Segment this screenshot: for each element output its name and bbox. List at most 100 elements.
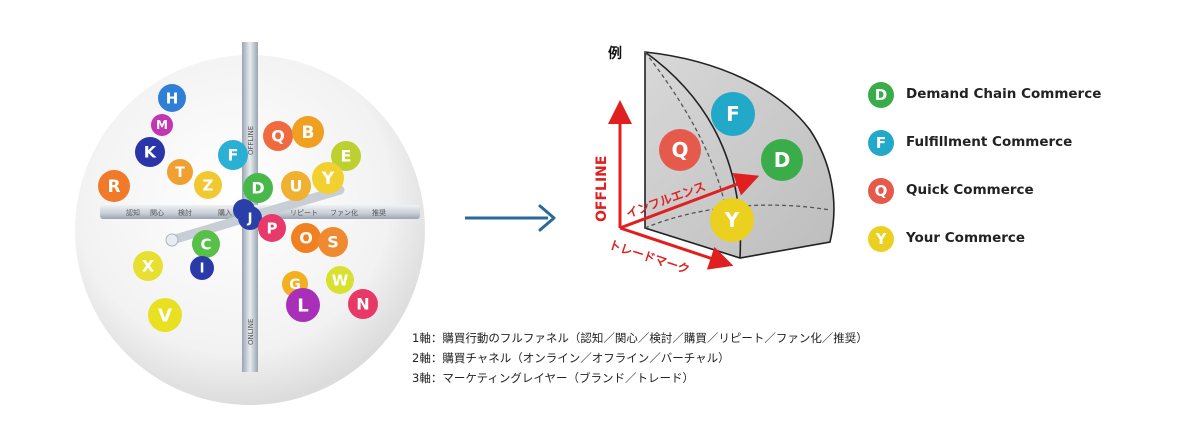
sphere-ball-letter: Q <box>271 127 285 146</box>
sphere-ball: T <box>167 159 193 185</box>
axis-influence <box>619 172 760 230</box>
sphere-ball-circle <box>133 251 163 281</box>
axis-notes: 1軸：購買行動のフルファネル（認知／関心／検討／購買／リピート／ファン化／推奨）… <box>412 328 868 388</box>
example-ball-letter: Y <box>724 208 740 232</box>
legend-label: Demand Chain Commerce <box>906 86 1102 102</box>
horizontal-axis-label: ファン化 <box>330 208 358 217</box>
transition-arrow-head <box>538 204 556 232</box>
sphere-ball-circle <box>135 137 165 167</box>
legend-item: Y Your Commerce <box>868 224 1168 254</box>
sphere-ball-circle <box>331 141 361 171</box>
sphere-ball: L <box>286 288 320 322</box>
sphere-ball-circle <box>286 288 320 322</box>
sphere-ball: D <box>243 173 273 203</box>
sphere-ball: S <box>318 227 348 257</box>
sphere-ball-letter: X <box>142 257 155 276</box>
horizontal-axis-label: 認知 <box>126 208 140 217</box>
sphere-ball: Q <box>263 121 293 151</box>
legend-label: Your Commerce <box>906 230 1026 246</box>
sphere-ball-circle <box>151 114 173 136</box>
vertical-axis-label-bottom: ONLINE <box>247 319 255 345</box>
axis-trademark <box>619 226 734 270</box>
sphere-ball-circle <box>194 171 222 199</box>
sphere-ball: C <box>192 230 220 258</box>
sphere-ball-circle <box>158 84 186 112</box>
sphere-ball: B <box>292 116 324 148</box>
note-axis-2: 2軸：購買チャネル（オンライン／オフライン／バーチャル） <box>412 351 730 365</box>
sphere-ball-circle <box>167 159 193 185</box>
legend-badge: Y <box>868 226 894 252</box>
sphere-ball-letter: W <box>332 271 349 289</box>
horizontal-axis-label: 関心 <box>150 209 164 217</box>
sphere-ball: X <box>133 251 163 281</box>
sphere-ball: K <box>135 137 165 167</box>
example-balls: Q F D Y <box>659 92 803 242</box>
sphere-ball-letter: P <box>267 219 278 237</box>
sphere-ball-circle <box>326 266 354 294</box>
legend-label: Fulfillment Commerce <box>906 134 1073 150</box>
sphere-ball: O <box>291 223 321 253</box>
note-axis-1: 1軸：購買行動のフルファネル（認知／関心／検討／購買／リピート／ファン化／推奨） <box>412 331 868 345</box>
sphere-ball: F <box>218 140 248 170</box>
sphere-ball-letter: H <box>166 89 179 107</box>
legend-item: D Demand Chain Commerce <box>868 80 1168 110</box>
sphere-ball-letter: S <box>327 233 339 252</box>
sphere-ball-circle <box>148 298 182 332</box>
example-ball-letter: Q <box>671 138 688 162</box>
example-ball-letter: F <box>726 102 740 126</box>
horizontal-axis-label: 購入 <box>218 208 232 217</box>
legend-badge: D <box>868 82 894 108</box>
example-ball: Q <box>659 129 701 171</box>
example-ball: Y <box>710 198 754 242</box>
example-label: 例 <box>608 46 622 62</box>
sphere-ball-circle <box>281 171 311 201</box>
sphere-ball-letter: D <box>251 179 264 198</box>
legend-badge: F <box>868 130 894 156</box>
sphere-ball-letter: K <box>144 143 157 162</box>
sphere-ball: Z <box>194 171 222 199</box>
sphere-ball-circle <box>263 121 293 151</box>
sphere-ball-letter: B <box>302 123 315 143</box>
legend-item: F Fulfillment Commerce <box>868 128 1168 158</box>
horizontal-axis-label: 検討 <box>178 208 192 217</box>
legend-label: Quick Commerce <box>906 182 1034 198</box>
example-ball: F <box>711 92 755 136</box>
horizontal-axis-label: リピート <box>290 209 318 217</box>
legend: D Demand Chain Commerce F Fulfillment Co… <box>868 80 1168 272</box>
sphere-ball-letter: T <box>175 165 185 181</box>
sphere-ball-letter: E <box>341 147 352 166</box>
sphere-ball-letter: I <box>200 262 205 277</box>
sphere-ball-letter: Y <box>321 169 335 189</box>
sphere-ball-letter: G <box>289 277 301 293</box>
sphere-ball: Y <box>312 162 344 194</box>
sphere-ball: W <box>326 266 354 294</box>
sphere-ball-circle <box>98 170 130 202</box>
sphere-ball: P <box>258 214 286 242</box>
sphere-ball-circle <box>190 256 214 280</box>
sphere-ball: I <box>190 256 214 280</box>
sphere-ball-letter: V <box>158 305 172 326</box>
example-ball-letter: D <box>774 148 791 172</box>
example-ball: D <box>761 139 803 181</box>
sphere-ball-letter: C <box>200 235 211 253</box>
sphere-ball-letter: J <box>247 212 253 227</box>
legend-item: Q Quick Commerce <box>868 176 1168 206</box>
sphere-ball-circle <box>243 173 273 203</box>
example-shape-back <box>644 51 835 259</box>
axis-offline-label: OFFLINE <box>594 156 610 222</box>
example-ball-circle <box>659 129 701 171</box>
sphere-ball: V <box>148 298 182 332</box>
vertical-axis-label-top: OFFLINE <box>247 126 255 155</box>
sphere-ball-circle <box>258 214 286 242</box>
sphere-ball-circle <box>292 116 324 148</box>
depth-axis-end <box>165 233 179 247</box>
sphere-ball-circle <box>348 289 378 319</box>
sphere-ball-letter: O <box>299 229 313 248</box>
sphere-ball: R <box>98 170 130 202</box>
note-axis-3: 3軸：マーケティングレイヤー（ブランド／トレード） <box>412 371 695 385</box>
example-ball-circle <box>711 92 755 136</box>
example-ball-circle <box>710 198 754 242</box>
sphere-ball-circle <box>291 223 321 253</box>
